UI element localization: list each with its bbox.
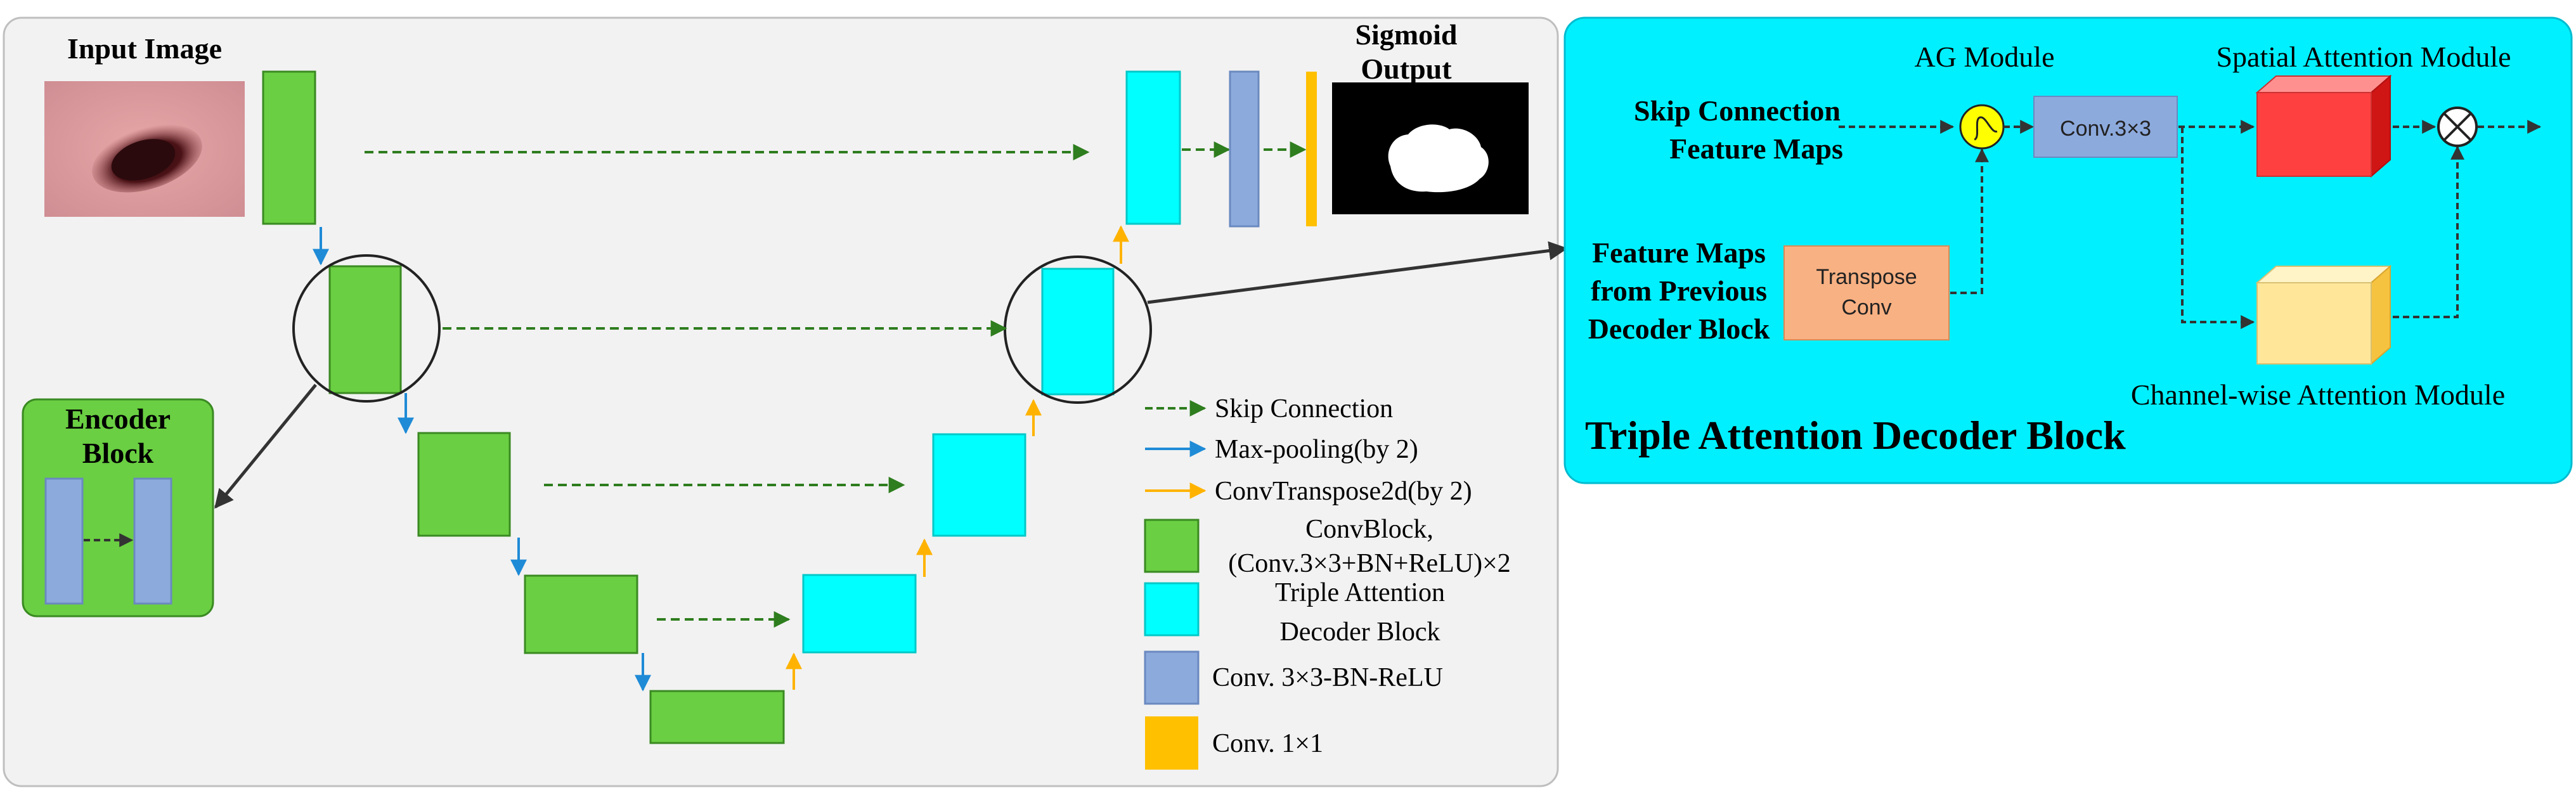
output-conv1x1 (1306, 72, 1317, 226)
legend: Skip Connection Max-pooling(by 2) ConvTr… (1144, 394, 1511, 770)
legend-skip-label: Skip Connection (1215, 394, 1393, 423)
decoder-block-4 (1125, 70, 1181, 225)
skip-feature-label-line2: Feature Maps (1669, 132, 1843, 165)
skip-feature-label-line1: Skip Connection (1634, 94, 1841, 127)
transpose-conv-label-line2: Conv (1841, 295, 1891, 320)
prev-decoder-label-line2: from Previous (1591, 275, 1767, 307)
legend-convtranspose-label: ConvTranspose2d(by 2) (1215, 477, 1472, 506)
legend-convblock-label-line1: ConvBlock, (1305, 515, 1434, 544)
encoder-convblock-4 (524, 574, 638, 654)
channel-attention-cube (2255, 264, 2392, 366)
triple-attention-title: Triple Attention Decoder Block (1585, 413, 2126, 458)
ag-module-label: AG Module (1914, 41, 2054, 73)
encoder-block-label-line1: Encoder (65, 403, 171, 435)
sigmoid-label-line2: Output (1361, 53, 1452, 85)
skip-arrows (365, 141, 1307, 628)
convtranspose-arrows (786, 225, 1129, 690)
legend-conv-bn-relu-label: Conv. 3×3-BN-ReLU (1212, 663, 1443, 692)
decoder-block-1 (802, 574, 917, 654)
detail-conv3x3-label: Conv.3×3 (2060, 117, 2151, 141)
legend-decoder-label-line1: Triple Attention (1275, 578, 1445, 607)
spatial-attention-cube (2255, 74, 2392, 178)
legend-conv-bn-relu-swatch (1144, 650, 1200, 705)
maxpool-arrows (313, 227, 651, 692)
encoder-block-label-line2: Block (82, 437, 154, 469)
output-conv3x3-bn-relu (1229, 70, 1260, 228)
legend-maxpool-label: Max-pooling(by 2) (1215, 435, 1418, 464)
legend-conv1x1-swatch (1145, 716, 1198, 770)
encoder-zoom-circle (292, 254, 441, 403)
prev-decoder-label-line3: Decoder Block (1588, 313, 1770, 345)
legend-convblock-label-line2: (Conv.3×3+BN+ReLU)×2 (1228, 549, 1511, 578)
sigmoid-output-image (1332, 82, 1529, 214)
spatial-attention-label: Spatial Attention Module (2216, 41, 2511, 73)
channel-attention-label: Channel-wise Attention Module (2131, 378, 2505, 411)
transpose-to-ag-arrow (1950, 148, 1989, 294)
legend-convblock-swatch (1144, 519, 1200, 573)
decoder-block-2 (932, 433, 1026, 537)
transpose-conv-label-line1: Transpose (1816, 265, 1917, 289)
bottleneck-convblock (649, 690, 785, 744)
conv-to-channel-arrow (2181, 127, 2255, 329)
encoder-convblock-1 (262, 70, 316, 225)
detail-conv3x3-box (2033, 96, 2178, 158)
encoder-detail-conv-1 (44, 477, 84, 605)
prev-decoder-label-line1: Feature Maps (1592, 236, 1766, 269)
sigmoid-label-line1: Sigmoid (1355, 18, 1457, 51)
decoder-block-3 (1041, 268, 1115, 396)
encoder-zoom-arrow (214, 384, 317, 509)
decoder-zoom-arrow (1147, 241, 1568, 304)
encoder-detail-conv-2 (133, 477, 172, 605)
multiply-icon (2437, 107, 2478, 147)
encoder-convblock-3 (417, 432, 511, 537)
encoder-convblock-2 (328, 265, 402, 394)
input-image (44, 81, 245, 217)
transpose-conv-box (1783, 245, 1950, 340)
ag-module-node (1959, 104, 2005, 150)
legend-decoder-label-line2: Decoder Block (1279, 617, 1440, 647)
legend-conv1x1-label: Conv. 1×1 (1212, 729, 1323, 758)
input-image-label: Input Image (67, 32, 222, 65)
legend-decoder-swatch (1144, 582, 1200, 637)
channel-to-multiply-arrow (2393, 145, 2464, 318)
